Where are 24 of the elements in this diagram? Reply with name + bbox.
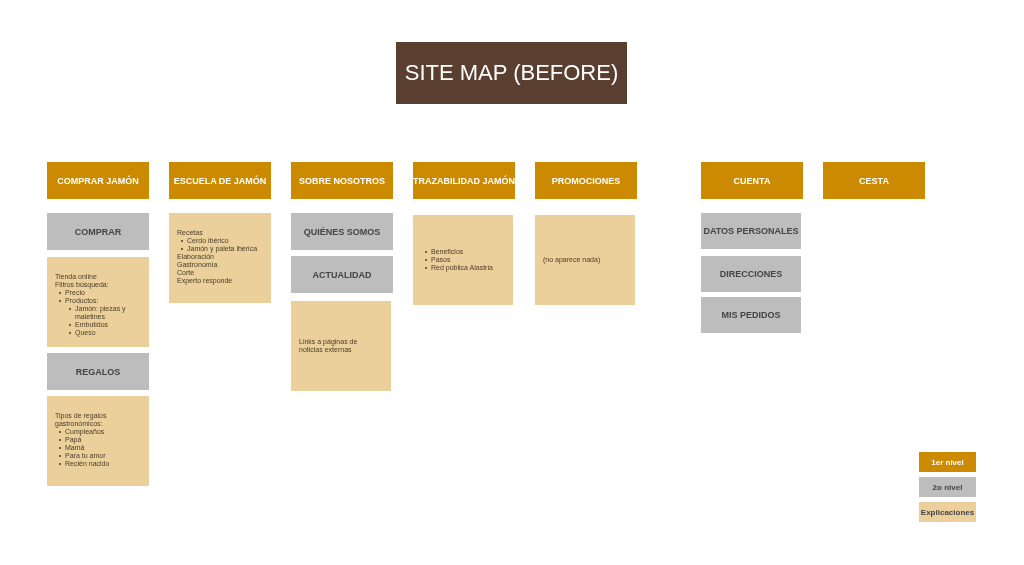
page-box: REGALOS	[47, 353, 149, 390]
note-card	[47, 396, 149, 486]
legend-label: Explicaciones	[920, 507, 975, 517]
note-card	[47, 257, 149, 347]
page-box: COMPRAR	[47, 213, 149, 250]
note-card	[169, 213, 271, 303]
section-header: TRAZABILIDAD JAMÓN	[413, 162, 515, 199]
page-box: DIRECCIONES	[701, 256, 801, 292]
legend-label: 2o nivel	[932, 482, 963, 492]
note-card	[291, 301, 391, 391]
section-header: CUENTA	[701, 162, 803, 199]
page-box: MIS PEDIDOS	[701, 297, 801, 333]
legend-label: 1er nivel	[931, 457, 964, 467]
title-banner: SITE MAP (BEFORE)	[396, 42, 627, 104]
section-header: SOBRE NOSOTROS	[291, 162, 393, 199]
section-header: ESCUELA DE JAMÓN	[169, 162, 271, 199]
page-box: ACTUALIDAD	[291, 256, 393, 293]
section-header: CESTA	[823, 162, 925, 199]
section-header: COMPRAR JAMÓN	[47, 162, 149, 199]
note-card	[535, 215, 635, 305]
section-header: PROMOCIONES	[535, 162, 637, 199]
page-box: DATOS PERSONALES	[701, 213, 801, 249]
note-card	[413, 215, 513, 305]
page-box: QUIÉNES SOMOS	[291, 213, 393, 250]
